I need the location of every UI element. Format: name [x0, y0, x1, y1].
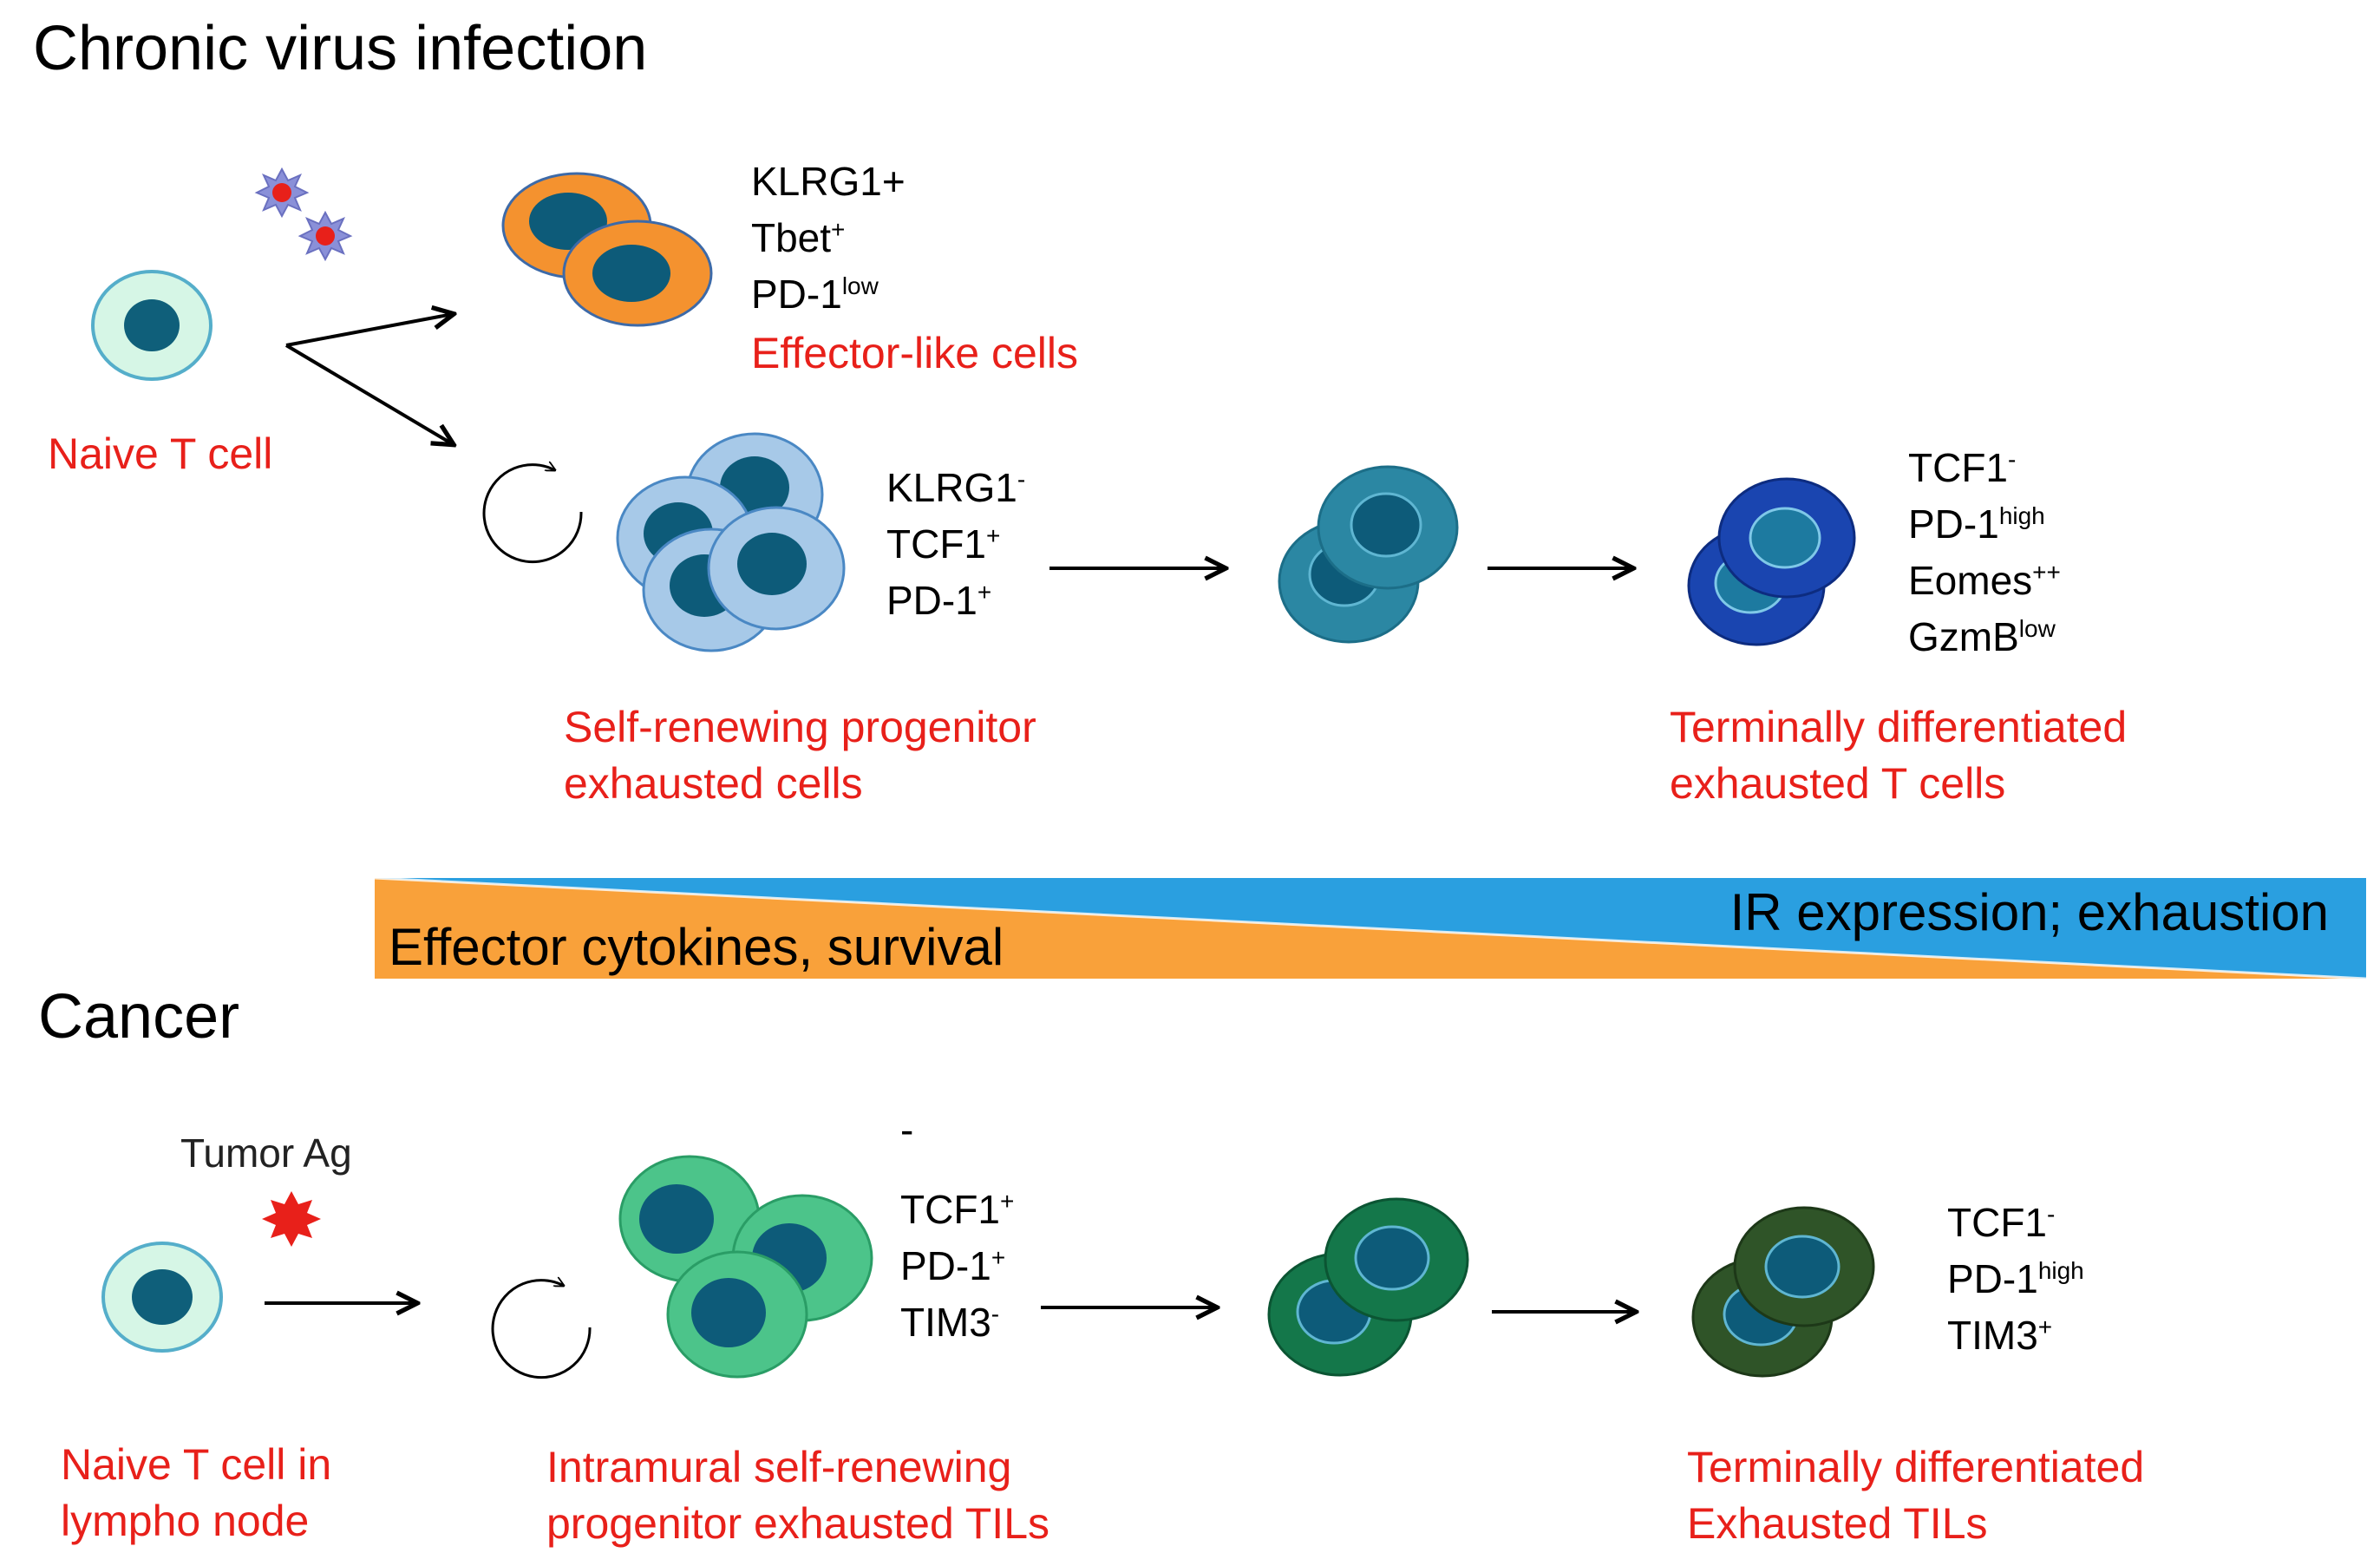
marker-text: TIM3+	[1947, 1313, 2052, 1358]
marker-text: Eomes++	[1908, 558, 2061, 603]
effector-label: Effector-like cells	[751, 329, 1078, 377]
marker-text: PD-1+	[900, 1243, 1005, 1288]
virus-particle-icon	[254, 167, 310, 219]
marker-text: PD-1low	[751, 272, 879, 317]
cancer-progenitor-cells-icon	[618, 1155, 873, 1379]
cancer-intermediate-cells-icon	[1267, 1197, 1469, 1377]
arrow-to-progenitor	[284, 344, 453, 444]
gradient-bar: Effector cytokines, survival IR expressi…	[374, 876, 2367, 980]
terminal-label-line1: Terminally differentiated	[1670, 703, 2127, 751]
naive-t-cell-icon	[101, 1242, 223, 1353]
cancer-progenitor-label-line2: progenitor exhausted TILs	[546, 1499, 1049, 1548]
cancer-naive-label-line1: Naive T cell in	[61, 1440, 331, 1489]
cancer-terminal-label-line1: Terminally differentiated	[1687, 1443, 2144, 1491]
marker-text: TCF1-	[1908, 445, 2016, 490]
cancer-naive-label-line2: lympho node	[61, 1497, 309, 1545]
effector-markers: KLRG1+ Tbet+ PD-1low	[751, 159, 906, 317]
tumor-ag-label: Tumor Ag	[180, 1130, 352, 1176]
progenitor-cells-icon	[616, 432, 846, 652]
progenitor-markers: KLRG1- TCF1+ PD-1+	[886, 465, 1025, 623]
effector-cells-icon	[501, 172, 713, 327]
stray-mark: -	[900, 1107, 913, 1152]
marker-text: TCF1+	[886, 521, 1000, 567]
cancer-terminal-markers: TCF1- PD-1high TIM3+	[1947, 1200, 2084, 1358]
marker-text: PD-1+	[886, 578, 991, 623]
self-renewal-arrow-icon	[491, 1281, 592, 1379]
gradient-bar-right-text: IR expression; exhaustion	[1730, 883, 2329, 941]
terminal-label-line2: exhausted T cells	[1670, 759, 2005, 808]
terminal-markers: TCF1- PD-1high Eomes++ GzmBlow	[1908, 445, 2061, 659]
marker-text: Tbet+	[751, 215, 845, 260]
tumor-antigen-icon	[262, 1191, 321, 1247]
intermediate-cells-icon	[1278, 465, 1459, 644]
gradient-bar-left-text: Effector cytokines, survival	[389, 918, 1004, 976]
self-renewal-arrow-icon	[482, 465, 583, 564]
progenitor-label-line1: Self-renewing progenitor	[564, 703, 1036, 751]
marker-text: TCF1+	[900, 1187, 1014, 1232]
cancer-title: Cancer	[38, 982, 239, 1052]
marker-text: GzmBlow	[1908, 614, 2056, 659]
marker-text: TIM3-	[900, 1300, 999, 1345]
virus-particle-icon	[298, 210, 353, 262]
marker-text: PD-1high	[1947, 1256, 2084, 1301]
progenitor-label-line2: exhausted cells	[564, 759, 863, 808]
marker-text: PD-1high	[1908, 501, 2045, 547]
marker-text: KLRG1+	[751, 159, 906, 204]
marker-text: KLRG1-	[886, 465, 1025, 510]
naive-t-cell-label: Naive T cell	[48, 429, 272, 478]
cancer-terminal-label-line2: Exhausted TILs	[1687, 1499, 1988, 1548]
cancer-progenitor-label-line1: Intramural self-renewing	[546, 1443, 1011, 1491]
cancer-terminal-cells-icon	[1691, 1206, 1875, 1378]
cancer-progenitor-markers: TCF1+ PD-1+ TIM3-	[900, 1187, 1014, 1345]
chronic-title: Chronic virus infection	[33, 14, 647, 83]
marker-text: TCF1-	[1947, 1200, 2055, 1245]
arrow-to-effector	[285, 314, 453, 347]
terminal-cells-icon	[1687, 477, 1856, 646]
naive-t-cell-icon	[91, 270, 212, 381]
